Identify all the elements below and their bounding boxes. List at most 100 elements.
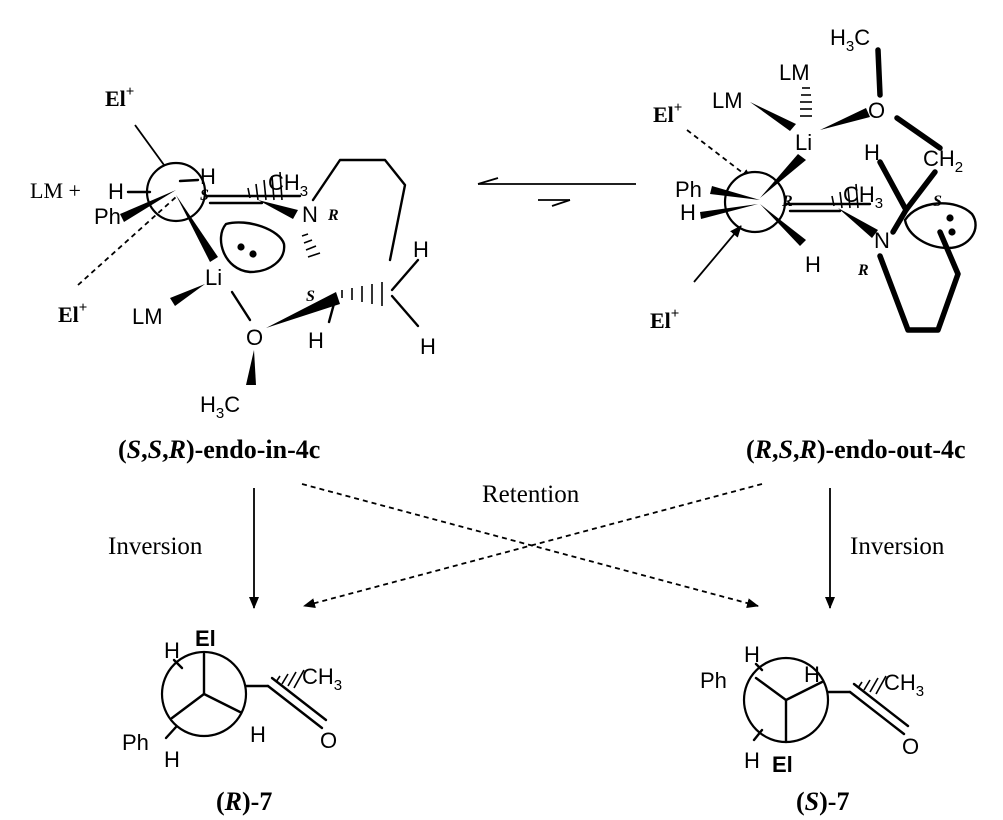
ch2-label: CH2 — [923, 146, 963, 176]
methoxy-carbon-label: H3C — [830, 25, 870, 55]
electrophile-top-label: El+ — [653, 100, 682, 127]
li-label: Li — [205, 265, 222, 290]
electrophile-attack-arrow — [693, 225, 742, 283]
product-r-7: El H Ph H H O CH3 (R)-7 — [122, 626, 342, 816]
lone-pair-dot — [249, 250, 257, 258]
carbanion-li-wedge — [176, 195, 218, 262]
h-lower-wedge — [760, 204, 806, 246]
inversion-label-right: Inversion — [850, 533, 945, 560]
stereo-descriptor-r: R — [327, 207, 339, 224]
stereo-descriptor-r: R — [781, 193, 793, 210]
structure-endo-in-4c: El+ LM + S H Ph H El+ Li LM — [30, 84, 436, 464]
compound-label-s-7: (S)-7 — [796, 787, 849, 816]
lone-pair-lobe — [219, 221, 286, 274]
pyrrolidine-ring — [311, 158, 407, 262]
transformation-arrows: Inversion Inversion Retention — [108, 481, 945, 609]
electrophile-dashed-approach — [77, 196, 177, 286]
h-label: H — [744, 642, 760, 667]
structure-endo-out-4c: H3C O CH2 LM LM Li El+ R Ph H H — [650, 25, 977, 464]
compound-label-endo-in-4c: (S,S,R)-endo-in-4c — [118, 435, 320, 464]
h-c-bold-bond — [877, 159, 908, 211]
ch2-h-bond-top — [390, 258, 420, 292]
back-h-bond-bottom — [164, 725, 178, 740]
oxygen-label: O — [246, 325, 263, 350]
h-label: H — [108, 179, 124, 204]
ph-label: Ph — [122, 730, 149, 755]
h-label: H — [250, 722, 266, 747]
front-bond-h — [202, 692, 242, 714]
h-label: H — [744, 748, 760, 773]
c-ch2-hashed-bond — [341, 282, 383, 306]
newman-projection-ring — [145, 161, 207, 223]
ch2-h-bond-bottom — [390, 294, 420, 328]
lm-plus-label: LM + — [30, 178, 81, 203]
h-label: H — [420, 334, 436, 359]
methyl-hashed-bond — [247, 171, 283, 201]
methyl-label: CH3 — [268, 170, 308, 200]
h-label: H — [804, 662, 820, 687]
methyl-label: CH3 — [843, 182, 883, 212]
retention-arrow-to-r7 — [303, 483, 763, 609]
retention-arrow-to-s7 — [301, 483, 759, 608]
c-o-double-b — [852, 682, 910, 728]
h-top-label: H — [200, 164, 216, 189]
h-label: H — [864, 140, 880, 165]
lm-label: LM — [779, 60, 810, 85]
h-label: H — [308, 328, 324, 353]
ph-wedge — [710, 186, 760, 200]
ph-wedge — [120, 190, 176, 222]
ph-label: Ph — [94, 204, 121, 229]
nitrogen-label: N — [302, 202, 318, 227]
ph-label: Ph — [700, 668, 727, 693]
ch2-c-bond — [903, 169, 938, 213]
el-substituent-label: El — [195, 626, 216, 651]
h-top-bond — [178, 178, 200, 183]
back-h-bond — [172, 658, 184, 670]
lm-wedge — [170, 284, 205, 306]
c-h-bond — [327, 298, 337, 324]
pyrrolidine-ring — [877, 229, 961, 333]
back-h-bond-bottom — [752, 728, 764, 742]
compound-label-r-7: (R)-7 — [216, 787, 272, 816]
h-label: H — [164, 747, 180, 772]
oxygen-label: O — [868, 98, 885, 123]
methyl-o-bond — [875, 47, 883, 98]
lone-pair-lobe — [903, 202, 977, 250]
c-o-wedge — [266, 292, 340, 328]
methyl-hashed-bond — [831, 183, 859, 209]
retention-label: Retention — [482, 481, 580, 508]
c-n-wedge — [258, 200, 298, 219]
inversion-label-left: Inversion — [108, 533, 203, 560]
stereo-descriptor-s: S — [933, 193, 942, 210]
carbanion-li-wedge — [760, 154, 806, 198]
front-bond-h — [784, 680, 824, 702]
methoxy-carbon-label: H3C — [200, 392, 240, 422]
stereo-descriptor-s: S — [306, 288, 315, 305]
el-substituent-label: El — [772, 752, 793, 777]
li-lm-wedge — [750, 102, 796, 131]
methyl-label: CH3 — [302, 664, 342, 694]
lone-pair-dot — [946, 214, 954, 222]
h-label: H — [805, 252, 821, 277]
equilibrium-arrowhead-left — [477, 177, 499, 185]
c-n-wedge — [838, 208, 878, 238]
h-label: H — [680, 200, 696, 225]
lone-pair-dot — [948, 228, 956, 236]
stereo-descriptor-s: S — [200, 187, 209, 204]
equilibrium-arrowhead-right — [551, 199, 571, 207]
nitrogen-label: N — [874, 228, 890, 253]
c-o-double-a — [848, 690, 906, 736]
electrophile-top-label: El+ — [105, 84, 134, 111]
stereo-descriptor-r: R — [857, 262, 869, 279]
front-bond-ph — [754, 676, 788, 702]
h-label: H — [164, 638, 180, 663]
n-c-hashed-bond — [301, 233, 321, 258]
li-o-bond — [230, 290, 252, 322]
h-label: H — [413, 237, 429, 262]
front-bond-ph — [170, 692, 206, 720]
back-h-bond — [754, 662, 764, 672]
acyl-methyl-hashed-bond — [857, 675, 887, 695]
li-o-wedge — [820, 108, 870, 130]
n-c-bold-bond — [890, 207, 909, 235]
